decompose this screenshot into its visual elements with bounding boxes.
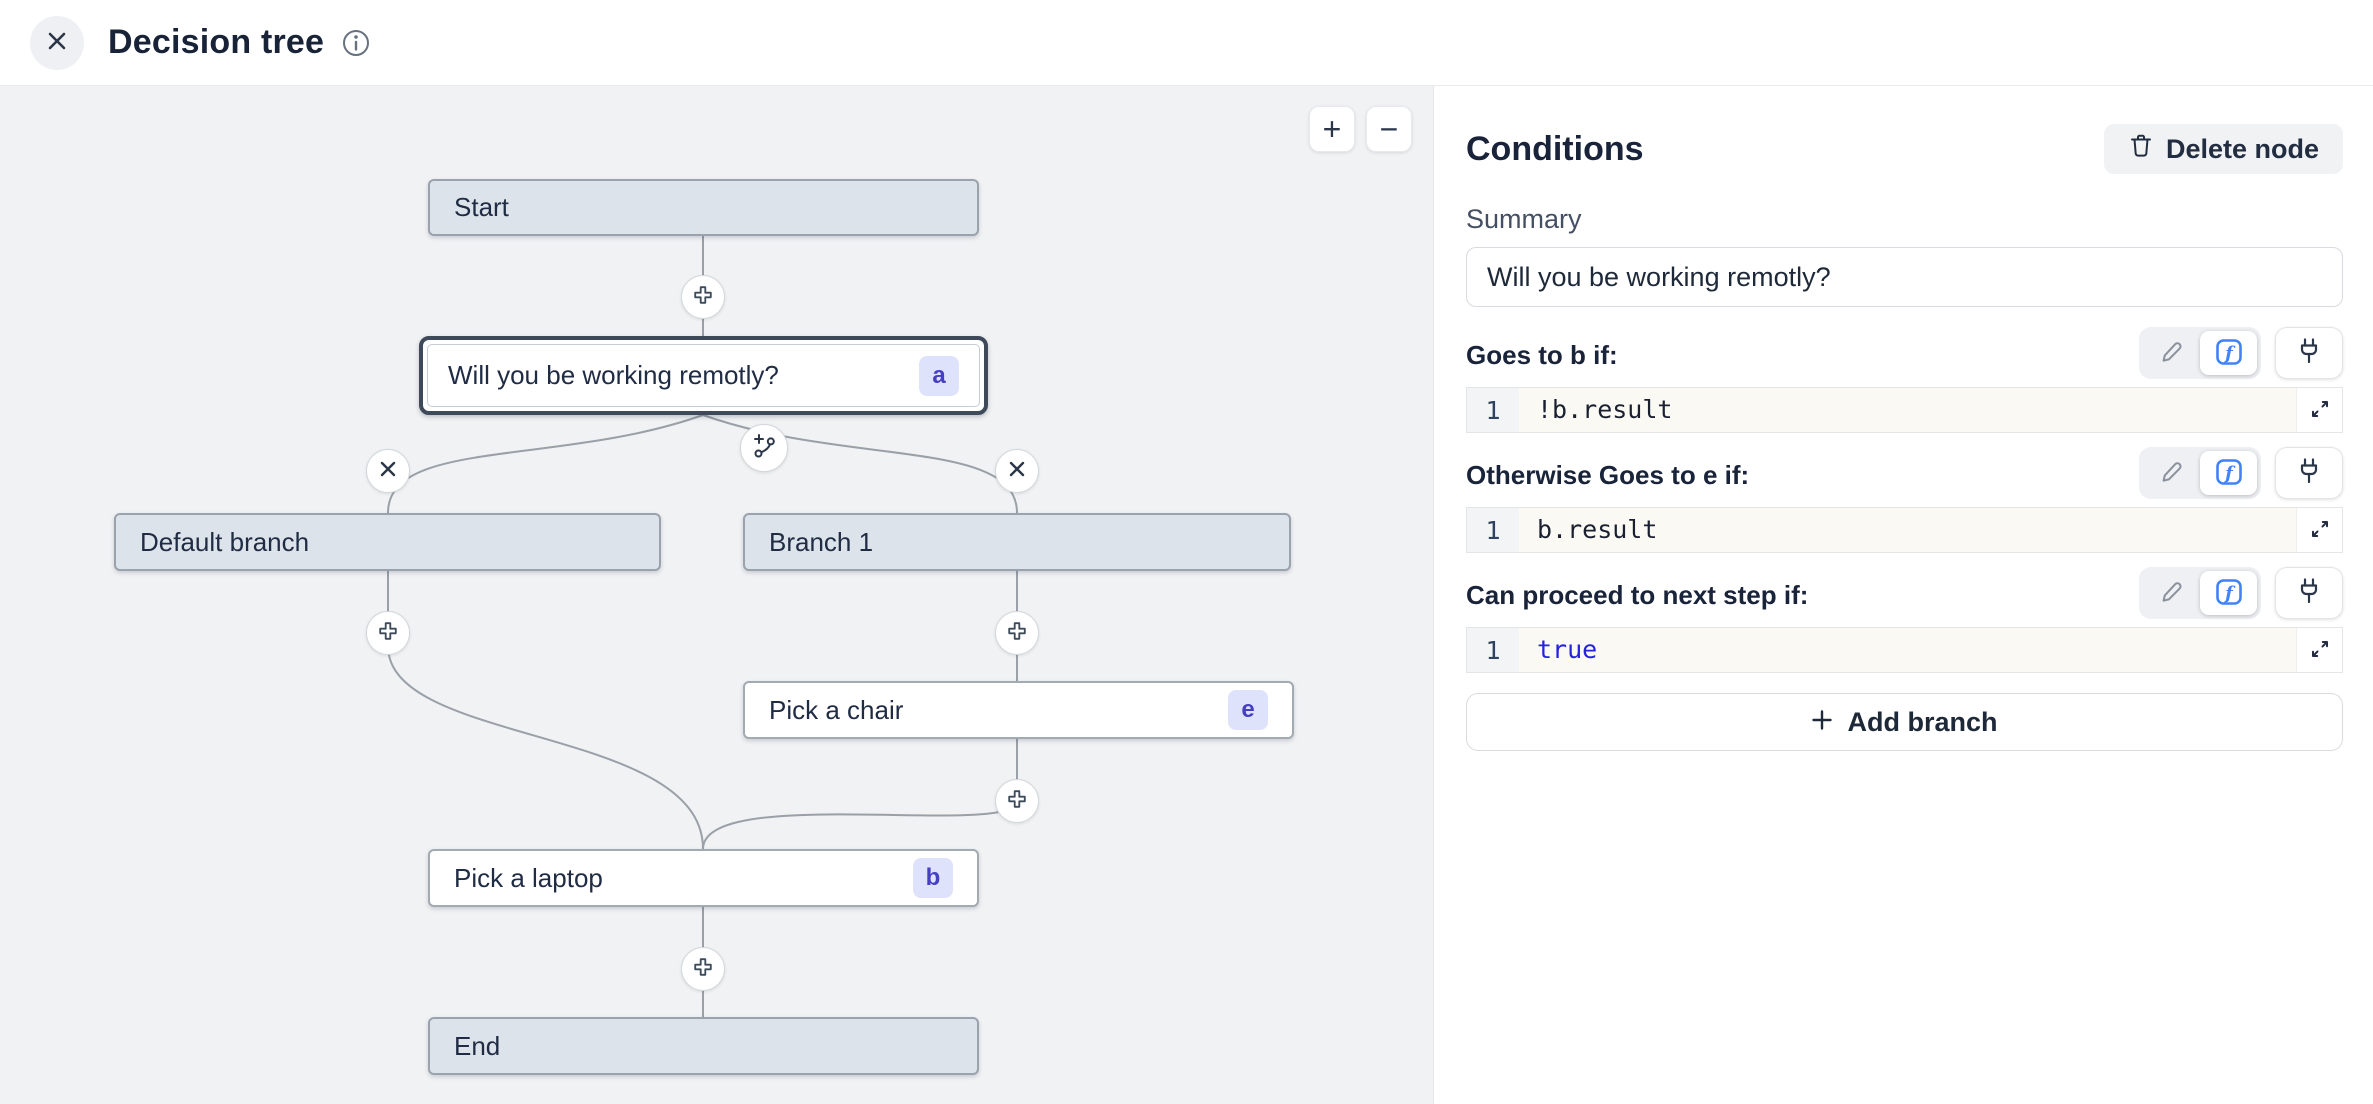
condition-code-editor[interactable]: 1 !b.result bbox=[1466, 387, 2343, 433]
fx-icon: f bbox=[2214, 577, 2244, 610]
fx-icon: f bbox=[2214, 457, 2244, 490]
node-label: Pick a chair bbox=[769, 694, 904, 725]
edit-mode-button[interactable] bbox=[2143, 331, 2200, 375]
zoom-out-button[interactable]: − bbox=[1366, 106, 1412, 152]
node-badge: b bbox=[913, 858, 953, 898]
svg-text:f: f bbox=[2223, 583, 2236, 604]
condition-label: Goes to b if: bbox=[1466, 340, 1618, 370]
function-mode-button[interactable]: f bbox=[2200, 571, 2257, 615]
expand-editor-button[interactable] bbox=[2296, 508, 2342, 552]
zoom-in-button[interactable]: + bbox=[1309, 106, 1355, 152]
pencil-icon bbox=[2159, 339, 2185, 368]
page-title: Decision tree bbox=[108, 23, 325, 61]
node-label: Default branch bbox=[140, 526, 310, 557]
condition-section: Otherwise Goes to e if: f 1 b.result bbox=[1466, 447, 2343, 553]
trash-icon bbox=[2128, 132, 2154, 166]
svg-text:f: f bbox=[2223, 463, 2236, 484]
expand-icon bbox=[2310, 639, 2330, 662]
delete-node-button[interactable]: Delete node bbox=[2103, 124, 2343, 174]
add-step-button[interactable] bbox=[995, 611, 1039, 655]
plug-icon bbox=[2296, 577, 2322, 610]
editor-mode-toggle: f bbox=[2139, 567, 2261, 619]
panel-title: Conditions bbox=[1466, 129, 1644, 168]
expand-editor-button[interactable] bbox=[2296, 388, 2342, 432]
node-badge: e bbox=[1228, 690, 1268, 730]
function-mode-button[interactable]: f bbox=[2200, 451, 2257, 495]
add-step-button[interactable] bbox=[681, 947, 725, 991]
x-icon bbox=[1008, 460, 1026, 483]
editor-mode-toggle: f bbox=[2139, 327, 2261, 379]
function-mode-button[interactable]: f bbox=[2200, 331, 2257, 375]
summary-input[interactable] bbox=[1466, 247, 2343, 307]
expand-icon bbox=[2310, 399, 2330, 422]
plus-icon bbox=[692, 284, 714, 311]
node-branch-1[interactable]: Branch 1 bbox=[743, 513, 1291, 571]
line-number: 1 bbox=[1467, 508, 1519, 552]
condition-code-editor[interactable]: 1 b.result bbox=[1466, 507, 2343, 553]
add-step-button[interactable] bbox=[366, 611, 410, 655]
condition-label: Otherwise Goes to e if: bbox=[1466, 460, 1750, 490]
node-decision-selected[interactable]: Will you be working remotly? a bbox=[419, 336, 988, 415]
plus-icon bbox=[692, 956, 714, 983]
editor-mode-toggle: f bbox=[2139, 447, 2261, 499]
svg-text:f: f bbox=[2223, 343, 2236, 364]
summary-label: Summary bbox=[1466, 204, 1582, 234]
code-value: !b.result bbox=[1537, 395, 1673, 424]
x-icon bbox=[379, 460, 397, 483]
connect-data-button[interactable] bbox=[2275, 327, 2343, 379]
info-icon[interactable] bbox=[340, 27, 372, 59]
delete-node-label: Delete node bbox=[2165, 133, 2319, 164]
node-start[interactable]: Start bbox=[428, 179, 979, 236]
close-button[interactable] bbox=[30, 15, 84, 70]
remove-branch-button[interactable] bbox=[995, 449, 1039, 493]
app-header: Decision tree bbox=[0, 0, 2373, 86]
node-label: Will you be working remotly? bbox=[448, 360, 779, 390]
node-label: Branch 1 bbox=[769, 526, 874, 557]
plus-icon bbox=[377, 620, 399, 647]
remove-branch-button[interactable] bbox=[366, 449, 410, 493]
line-number: 1 bbox=[1467, 628, 1519, 672]
condition-code-editor[interactable]: 1 true bbox=[1466, 627, 2343, 673]
condition-section: Goes to b if: f 1 !b.result bbox=[1466, 327, 2343, 433]
connect-data-button[interactable] bbox=[2275, 447, 2343, 499]
code-value: b.result bbox=[1537, 515, 1658, 544]
add-branch-button[interactable]: Add branch bbox=[1466, 693, 2343, 751]
code-value: true bbox=[1537, 635, 1598, 664]
plug-icon bbox=[2296, 457, 2322, 490]
node-label: End bbox=[454, 1030, 501, 1061]
line-number: 1 bbox=[1467, 388, 1519, 432]
node-label: Pick a laptop bbox=[454, 862, 603, 893]
node-pick-a-laptop[interactable]: Pick a laptop b bbox=[428, 849, 979, 907]
edit-mode-button[interactable] bbox=[2143, 571, 2200, 615]
node-default-branch[interactable]: Default branch bbox=[114, 513, 661, 571]
add-branch-label: Add branch bbox=[1847, 706, 1998, 737]
close-icon bbox=[45, 29, 69, 56]
add-branch-node-button[interactable] bbox=[740, 424, 788, 472]
fx-icon: f bbox=[2214, 337, 2244, 370]
plus-icon bbox=[1006, 788, 1028, 815]
node-pick-a-chair[interactable]: Pick a chair e bbox=[743, 681, 1294, 739]
expand-icon bbox=[2310, 519, 2330, 542]
plus-icon bbox=[1006, 620, 1028, 647]
branch-plus-icon bbox=[751, 433, 777, 464]
pencil-icon bbox=[2159, 459, 2185, 488]
condition-label: Can proceed to next step if: bbox=[1466, 580, 1809, 610]
plug-icon bbox=[2296, 337, 2322, 370]
conditions-panel: Conditions Delete node Summary Goes to b… bbox=[1433, 86, 2373, 1104]
pencil-icon bbox=[2159, 579, 2185, 608]
condition-section: Can proceed to next step if: f 1 true bbox=[1466, 567, 2343, 673]
add-step-button[interactable] bbox=[995, 779, 1039, 823]
plus-icon bbox=[1811, 707, 1833, 738]
add-step-button[interactable] bbox=[681, 275, 725, 319]
connect-data-button[interactable] bbox=[2275, 567, 2343, 619]
node-end[interactable]: End bbox=[428, 1017, 979, 1075]
expand-editor-button[interactable] bbox=[2296, 628, 2342, 672]
node-badge: a bbox=[919, 355, 959, 396]
node-label: Start bbox=[454, 192, 509, 222]
flow-canvas[interactable]: Start Will you be working remotly? a Def… bbox=[0, 86, 1433, 1104]
edit-mode-button[interactable] bbox=[2143, 451, 2200, 495]
